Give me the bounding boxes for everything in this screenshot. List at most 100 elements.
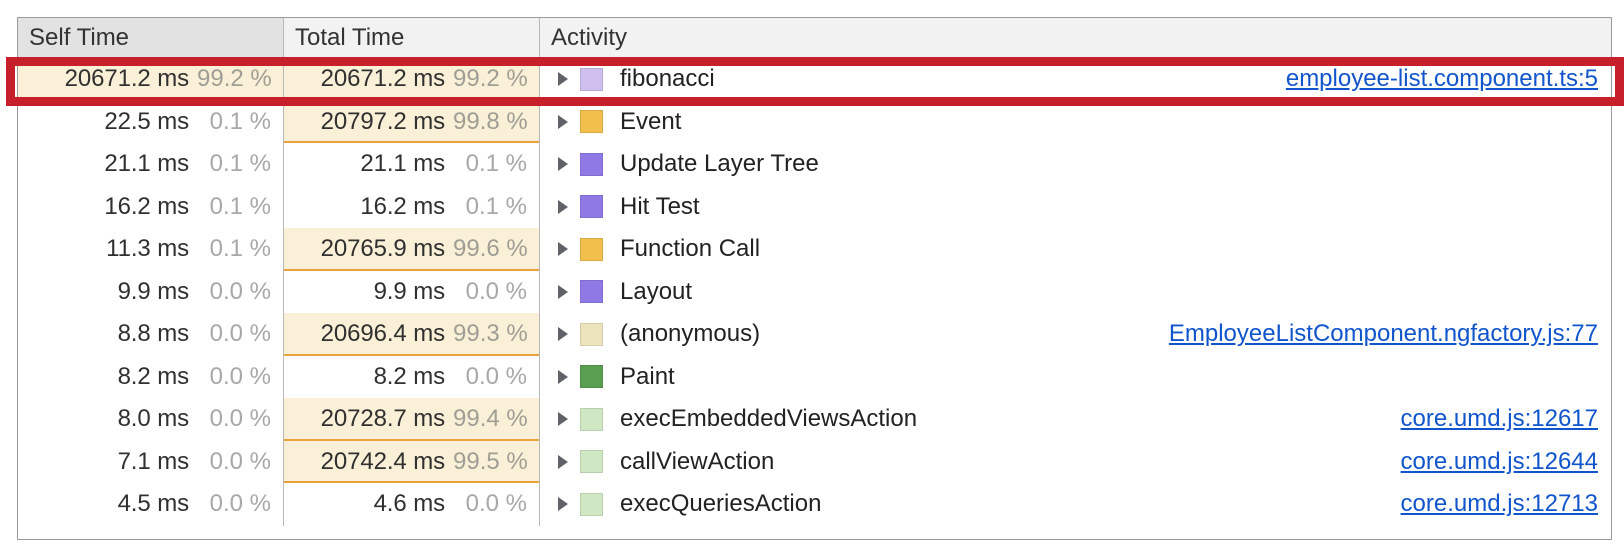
disclosure-triangle-icon[interactable] — [552, 101, 574, 144]
category-swatch-painting-pale-icon — [580, 450, 603, 474]
source-location-link[interactable]: employee-list.component.ts:5 — [1285, 65, 1598, 93]
column-header-self-time[interactable]: Self Time — [18, 18, 284, 57]
category-swatch-rendering-icon — [580, 152, 603, 176]
total-time-percent: 99.8 % — [453, 107, 528, 135]
column-header-activity[interactable]: Activity — [540, 18, 1611, 57]
category-swatch-scripting-icon — [580, 237, 603, 261]
disclosure-triangle-icon[interactable] — [552, 143, 574, 186]
total-time-value: 20671.2 ms — [320, 65, 446, 93]
activity-label: Update Layer Tree — [620, 150, 819, 178]
source-location-link[interactable]: core.umd.js:12644 — [1400, 447, 1598, 475]
category-swatch-painting-pale-icon — [580, 407, 603, 431]
self-time-value: 22.5 ms — [104, 107, 189, 135]
source-location-link[interactable]: core.umd.js:12617 — [1400, 405, 1598, 433]
cell-self-time: 21.1 ms 0.1 % — [18, 143, 284, 186]
self-time-value: 11.3 ms — [106, 235, 189, 263]
self-time-value: 8.2 ms — [117, 362, 190, 390]
disclosure-triangle-icon[interactable] — [552, 186, 574, 229]
total-time-value: 20797.2 ms — [320, 107, 446, 135]
self-time-value: 4.5 ms — [117, 490, 190, 518]
source-location-link[interactable]: core.umd.js:12713 — [1400, 490, 1598, 518]
disclosure-triangle-icon[interactable] — [552, 356, 574, 399]
cell-activity: (anonymous)EmployeeListComponent.ngfacto… — [540, 313, 1611, 356]
cell-self-time: 16.2 ms 0.1 % — [18, 185, 284, 228]
disclosure-triangle-icon[interactable] — [552, 313, 574, 356]
self-time-value: 7.1 ms — [117, 447, 190, 475]
total-time-percent: 0.0 % — [465, 490, 527, 518]
total-time-percent: 99.6 % — [453, 235, 528, 263]
cell-activity: execEmbeddedViewsAction core.umd.js:12617 — [540, 398, 1611, 441]
total-time-percent: 0.0 % — [465, 362, 527, 390]
cell-self-time: 9.9 ms 0.0 % — [18, 270, 284, 313]
category-swatch-scripting-pale-icon — [580, 322, 603, 346]
category-swatch-rendering-icon — [580, 280, 603, 304]
cell-activity: Paint — [540, 356, 1611, 399]
disclosure-triangle-icon[interactable] — [552, 398, 574, 441]
self-time-percent: 99.2 % — [197, 65, 272, 93]
total-time-value: 4.6 ms — [373, 490, 446, 518]
disclosure-triangle-icon[interactable] — [552, 483, 574, 526]
self-time-percent: 0.0 % — [209, 277, 271, 305]
self-time-value: 9.9 ms — [117, 277, 190, 305]
cell-self-time: 8.0 ms 0.0 % — [18, 398, 284, 441]
activity-label: Hit Test — [620, 192, 700, 220]
total-time-value: 9.9 ms — [373, 277, 446, 305]
call-tree-table[interactable]: Self Time Total Time Activity 20671.2 ms… — [17, 17, 1612, 540]
disclosure-triangle-icon[interactable] — [552, 441, 574, 484]
total-time-value: 20742.4 ms — [320, 447, 446, 475]
category-swatch-scripting-light-icon — [580, 67, 603, 91]
table-header-row: Self Time Total Time Activity — [18, 18, 1611, 58]
cell-activity: Layout — [540, 271, 1611, 314]
activity-label: fibonacci — [620, 65, 715, 93]
self-time-value: 8.0 ms — [117, 405, 190, 433]
self-time-value: 21.1 ms — [104, 150, 189, 178]
column-header-total-time[interactable]: Total Time — [284, 18, 540, 57]
disclosure-triangle-icon[interactable] — [552, 228, 574, 271]
activity-label: Event — [620, 107, 682, 135]
self-time-value: 16.2 ms — [104, 192, 189, 220]
total-time-percent: 99.3 % — [453, 320, 528, 348]
source-location-link[interactable]: EmployeeListComponent.ngfactory.js:77 — [1168, 320, 1598, 348]
self-time-percent: 0.0 % — [209, 320, 271, 348]
total-time-value: 20765.9 ms — [320, 235, 446, 263]
total-time-percent: 99.2 % — [453, 65, 528, 93]
activity-label: callViewAction — [620, 447, 775, 475]
self-time-percent: 0.0 % — [209, 405, 271, 433]
self-time-percent: 0.0 % — [209, 490, 271, 518]
total-time-percent: 99.4 % — [453, 405, 528, 433]
self-time-percent: 0.1 % — [209, 192, 271, 220]
cell-total-time: 4.6 ms 0.0 % — [284, 483, 540, 526]
total-time-percent: 0.1 % — [465, 192, 527, 220]
total-time-value: 20696.4 ms — [320, 320, 446, 348]
cell-activity: callViewAction core.umd.js:12644 — [540, 441, 1611, 484]
self-time-percent: 0.1 % — [209, 150, 271, 178]
cell-activity: Event — [540, 101, 1611, 144]
disclosure-triangle-icon[interactable] — [552, 58, 574, 101]
cell-self-time: 4.5 ms 0.0 % — [18, 483, 284, 526]
self-time-percent: 0.1 % — [209, 235, 271, 263]
self-time-percent: 0.0 % — [209, 362, 271, 390]
activity-label: execEmbeddedViewsAction — [620, 405, 918, 433]
disclosure-triangle-icon[interactable] — [552, 271, 574, 314]
